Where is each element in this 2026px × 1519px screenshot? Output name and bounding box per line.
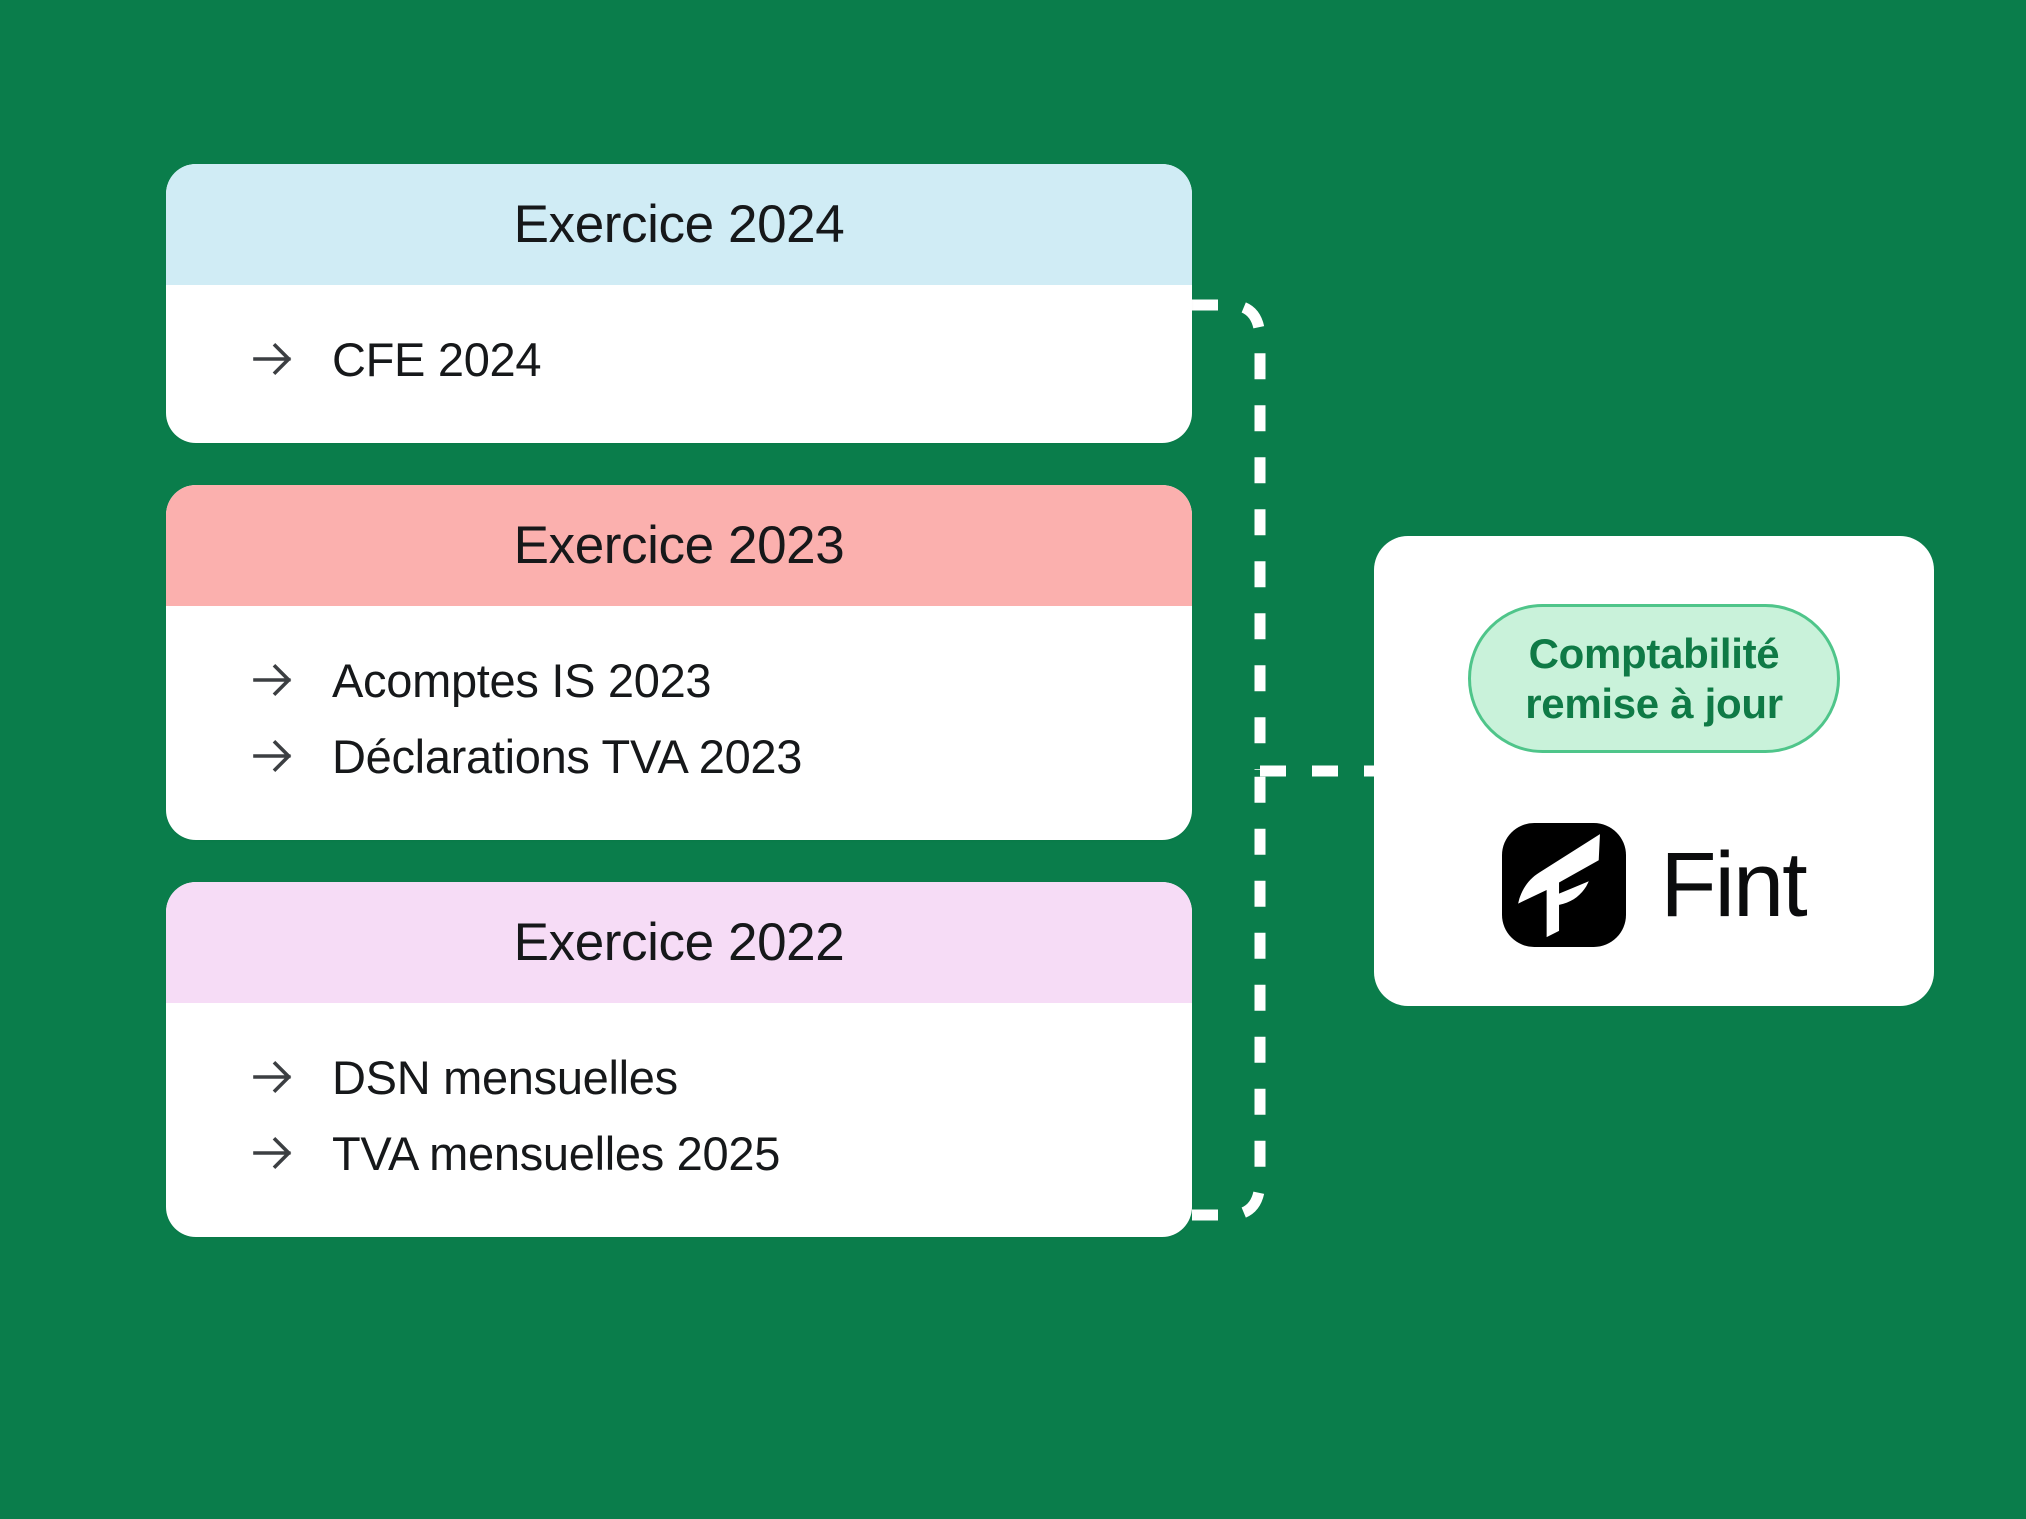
task-row[interactable]: TVA mensuelles 2025: [166, 1115, 1192, 1191]
exercise-card-body: CFE 2024: [166, 285, 1192, 443]
exercise-card-2024[interactable]: Exercice 2024 CFE 2024: [166, 164, 1192, 443]
connector-bottom: [1192, 775, 1266, 1221]
task-row[interactable]: DSN mensuelles: [166, 1039, 1192, 1115]
arrow-right-icon: [253, 342, 292, 376]
fint-logo-icon: [1502, 823, 1627, 948]
arrow-right-icon: [253, 739, 292, 773]
exercises-list: Exercice 2024 CFE 2024 Exercice 2023: [166, 164, 1192, 1279]
status-badge-line-1: Comptabilité: [1528, 630, 1780, 677]
task-row[interactable]: Déclarations TVA 2023: [166, 718, 1192, 794]
exercise-card-header: Exercice 2023: [166, 485, 1192, 606]
exercise-card-title: Exercice 2023: [513, 516, 845, 575]
task-label: TVA mensuelles 2025: [332, 1126, 781, 1180]
connector-top: [1192, 299, 1266, 770]
status-badge: Comptabilité remise à jour: [1468, 604, 1840, 754]
exercise-card-2022[interactable]: Exercice 2022 DSN mensuelles TVA mensuel…: [166, 882, 1192, 1237]
brand-lockup: Fint: [1502, 823, 1808, 948]
arrow-right-icon: [253, 1136, 292, 1170]
brand-name: Fint: [1660, 834, 1807, 937]
task-label: Acomptes IS 2023: [332, 653, 712, 707]
result-panel: Comptabilité remise à jour Fint: [1374, 536, 1934, 1006]
exercise-card-title: Exercice 2022: [513, 913, 845, 972]
exercise-card-2023[interactable]: Exercice 2023 Acomptes IS 2023 Déclarati…: [166, 485, 1192, 840]
exercise-card-title: Exercice 2024: [513, 195, 845, 254]
task-label: DSN mensuelles: [332, 1050, 678, 1104]
exercise-card-body: DSN mensuelles TVA mensuelles 2025: [166, 1003, 1192, 1237]
task-label: Déclarations TVA 2023: [332, 729, 803, 783]
exercise-card-header: Exercice 2022: [166, 882, 1192, 1003]
arrow-right-icon: [253, 1060, 292, 1094]
exercise-card-header: Exercice 2024: [166, 164, 1192, 285]
status-badge-line-2: remise à jour: [1525, 679, 1783, 727]
exercise-card-body: Acomptes IS 2023 Déclarations TVA 2023: [166, 606, 1192, 840]
arrow-right-icon: [253, 663, 292, 697]
task-row[interactable]: Acomptes IS 2023: [166, 642, 1192, 718]
task-label: CFE 2024: [332, 332, 542, 386]
task-row[interactable]: CFE 2024: [166, 321, 1192, 397]
